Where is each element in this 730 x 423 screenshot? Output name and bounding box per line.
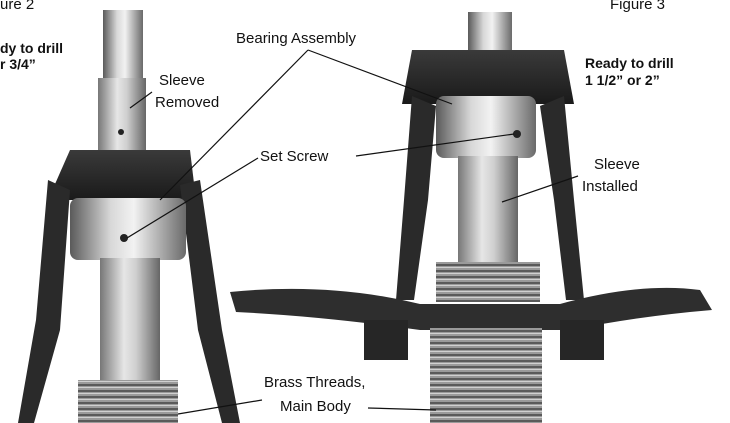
- figure-2-status-line-2: r 3/4”: [0, 56, 36, 72]
- bearing-assembly-label: Bearing Assembly: [236, 30, 357, 47]
- main-body-label-line-2: Main Body: [280, 398, 351, 415]
- left-leg-right: [180, 180, 240, 423]
- right-sleeve: [458, 156, 518, 266]
- sleeve-removed-label-line-2: Removed: [155, 94, 220, 111]
- right-leg-left: [396, 96, 436, 300]
- right-drive-tip: [468, 12, 512, 54]
- left-brass-threads: [78, 380, 178, 423]
- right-upper-threads: [436, 262, 540, 302]
- leader-lines: [126, 49, 579, 415]
- left-lower-shaft: [100, 258, 160, 388]
- left-upper-shaft: [98, 78, 146, 150]
- right-main-body-threads: [430, 328, 542, 423]
- left-tool: [18, 10, 240, 423]
- brass-threads-label-line-1: Brass Threads,: [264, 374, 366, 391]
- right-bearing-collar: [436, 96, 536, 158]
- figure-2-title: ure 2: [0, 0, 35, 13]
- right-bearing-housing: [402, 50, 574, 104]
- right-leg-right: [540, 96, 584, 300]
- figure-3-title: Figure 3: [610, 0, 666, 13]
- sleeve-installed-label-line-2: Installed: [582, 178, 638, 195]
- left-bearing-collar: [70, 198, 186, 260]
- figure-3-status-line-2: 1 1/2” or 2”: [585, 72, 660, 88]
- right-tool: [230, 12, 712, 423]
- set-screw-label: Set Screw: [260, 148, 329, 165]
- figure-2-status-line-1: dy to drill: [0, 40, 63, 56]
- sleeve-removed-label-line-1: Sleeve: [159, 72, 205, 89]
- left-leg-left: [18, 180, 70, 423]
- left-drive-tip: [103, 10, 143, 80]
- sleeve-installed-label-line-1: Sleeve: [594, 156, 640, 173]
- right-cross-plate: [230, 287, 712, 330]
- figure-3-status-line-1: Ready to drill: [585, 55, 674, 71]
- left-bearing-housing: [48, 150, 196, 200]
